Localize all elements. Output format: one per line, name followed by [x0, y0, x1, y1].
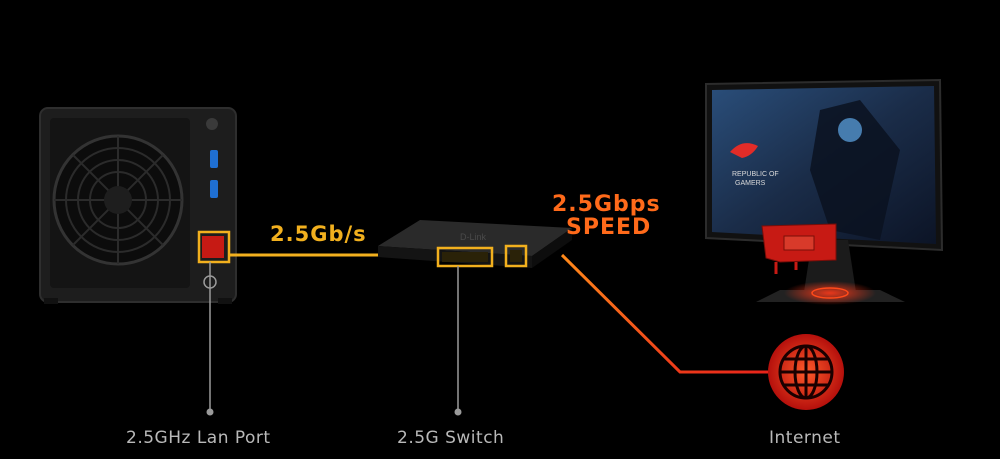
monitor-device: REPUBLIC OF GAMERS: [705, 78, 944, 305]
switch-device: D-Link: [378, 220, 572, 268]
label-switch: 2.5G Switch: [397, 428, 505, 448]
fan-icon: [52, 134, 184, 266]
link-speed-label: 2.5Gb/s: [270, 222, 367, 246]
lan-port-icon: [202, 236, 224, 258]
switch-brand-text: D-Link: [460, 232, 487, 242]
globe-icon: [768, 334, 844, 410]
link-switch-to-internet: [560, 253, 770, 374]
network-card-icon: [761, 223, 837, 274]
monitor-screen-text-1: REPUBLIC OF: [732, 171, 779, 178]
usb-port-icon: [210, 180, 218, 198]
label-internet: Internet: [769, 428, 841, 448]
label-lan-port: 2.5GHz Lan Port: [126, 428, 271, 448]
rog-base-glow: [784, 281, 876, 305]
speed-headline-line2: SPEED: [566, 215, 652, 240]
speed-headline-line1: 2.5Gbps: [552, 192, 661, 217]
usb-port-icon: [210, 150, 218, 168]
power-button-icon: [206, 118, 218, 130]
monitor-screen-text-2: GAMERS: [735, 180, 766, 187]
rog-logo-icon: [730, 143, 758, 158]
nas-device: [39, 107, 237, 304]
